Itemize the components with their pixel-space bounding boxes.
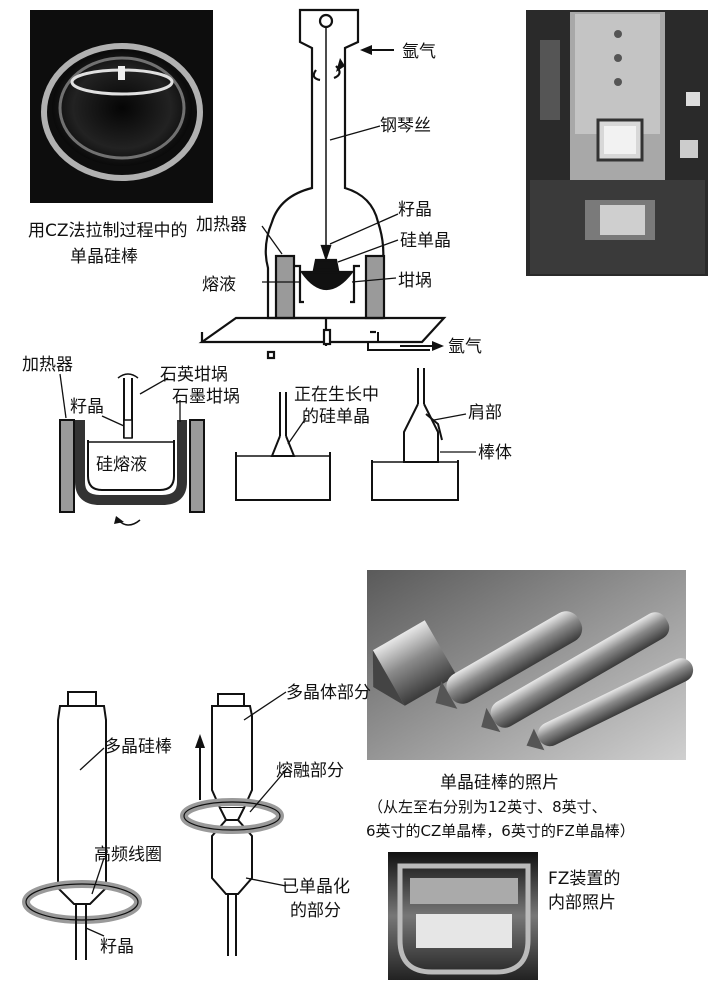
leader-lines-fz-left <box>79 747 105 937</box>
fz-photo-line1: FZ装置的 <box>548 869 620 889</box>
melt-label-top: 熔液 <box>202 275 236 295</box>
quartz-crucible-label: 石英坩埚 <box>160 365 228 385</box>
melt-part-label: 熔融部分 <box>276 761 344 781</box>
leader-lines-top <box>261 125 399 283</box>
graphite-crucible-label: 石墨坩埚 <box>172 387 240 407</box>
heater-label-mid: 加热器 <box>22 355 73 375</box>
growing-crystal-diagram <box>235 392 331 501</box>
fz-photo-line2: 内部照片 <box>548 893 616 913</box>
rods-photo-line1: （从左至右分别为12英寸、8英寸、 <box>368 798 607 816</box>
argon-inlet-label: 氩气 <box>402 42 436 62</box>
leader-lines-fz-mid <box>243 691 287 887</box>
cz-furnace-photo <box>526 10 708 276</box>
shoulder-label: 肩部 <box>468 403 502 423</box>
crystal-shoulder-body-diagram <box>371 368 459 501</box>
argon-inlet-arrow <box>360 45 394 55</box>
heater-label-top: 加热器 <box>196 215 247 235</box>
fz-interior-photo <box>388 852 538 980</box>
photo1-caption-line1: 用CZ法拉制过程中的 <box>28 221 188 241</box>
argon-outlet-arrow <box>400 341 444 351</box>
piano-wire-label: 钢琴丝 <box>380 116 431 136</box>
crucible-cross-section <box>59 373 205 526</box>
seed-label-mid: 籽晶 <box>70 397 104 417</box>
fz-poly-rod-diagram <box>22 691 142 960</box>
leader-lines-right <box>433 413 476 453</box>
leader-lines-mid <box>59 373 181 427</box>
rods-photo-line2: 6英寸的CZ单晶棒，6英寸的FZ单晶棒） <box>366 822 635 840</box>
argon-outlet-label: 氩气 <box>448 337 482 357</box>
growing-crystal-line1: 正在生长中 <box>294 385 379 405</box>
single-part-line1: 已单晶化 <box>282 877 350 897</box>
fz-zone-melting-diagram <box>180 693 284 956</box>
cz-pulling-photo <box>30 10 213 203</box>
rf-coil-label: 高频线圈 <box>94 845 162 865</box>
silicon-rods-photo <box>367 570 694 760</box>
growing-crystal-line2: 的硅单晶 <box>302 407 370 427</box>
si-single-crystal-label: 硅单晶 <box>400 231 451 251</box>
photo1-caption-line2: 单晶硅棒 <box>70 247 138 267</box>
crucible-label-top: 坩埚 <box>398 271 432 291</box>
single-part-line2: 的部分 <box>290 901 341 921</box>
poly-rod-label: 多晶硅棒 <box>104 737 172 757</box>
cz-apparatus-diagram <box>198 8 447 360</box>
si-melt-label: 硅熔液 <box>96 455 147 475</box>
rods-photo-title: 单晶硅棒的照片 <box>440 773 559 793</box>
seed-label-top: 籽晶 <box>398 200 432 220</box>
body-label: 棒体 <box>478 443 512 463</box>
poly-part-label: 多晶体部分 <box>286 683 371 703</box>
seed-label-bottom: 籽晶 <box>100 937 134 957</box>
